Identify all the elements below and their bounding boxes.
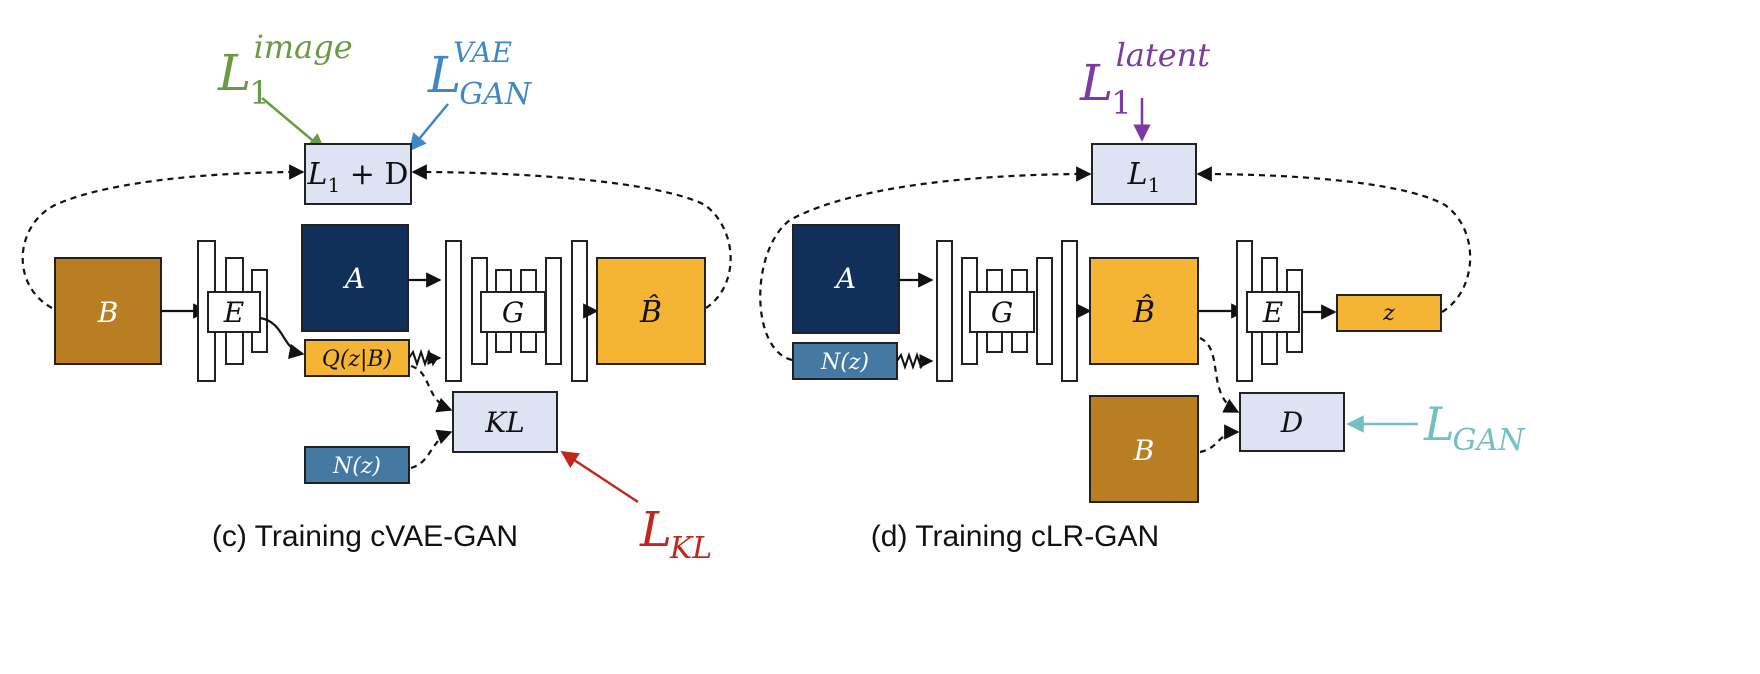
bhat-label-left: B̂	[639, 295, 662, 330]
l1-plus-d-box	[304, 143, 412, 205]
bhat-box-right	[1089, 257, 1199, 365]
nz-box-right	[792, 342, 898, 380]
kl-label: KL	[484, 406, 525, 439]
loss-kl: LKL	[639, 502, 712, 566]
dashed-b-to-d	[1199, 424, 1240, 454]
panel-cvae-gan: L1image LGANVAE L1 + D B E A	[21, 28, 732, 566]
dashed-nz-to-kl	[410, 429, 453, 470]
arrow-kl-loss	[560, 450, 639, 504]
loss-l1-image: L1image	[217, 28, 353, 112]
l1-box-right	[1091, 143, 1197, 205]
caption-left: (c) Training cVAE-GAN	[212, 520, 518, 553]
a-label-left: A	[342, 262, 365, 295]
bhat-label-right: B̂	[1132, 295, 1155, 330]
l1-plus-d-label: L1 + D	[307, 157, 409, 197]
loss-gan-vae: LGANVAE	[427, 36, 533, 112]
b-box-right	[1089, 395, 1199, 503]
arrow-encoder-to-q	[259, 316, 305, 359]
q-box	[304, 339, 410, 377]
dashed-b-to-l1d	[21, 164, 305, 309]
squiggle-q-to-generator	[408, 348, 442, 368]
dashed-bhat-to-l1d	[411, 164, 732, 309]
encoder-label-right: E	[1262, 296, 1283, 329]
l1-label-right: L1	[1127, 157, 1161, 197]
d-box	[1239, 392, 1345, 452]
bhat-box-left	[596, 257, 706, 365]
b-box-left	[54, 257, 162, 365]
dashed-q-to-kl	[410, 364, 453, 413]
squiggle-nz-to-generator	[896, 351, 934, 371]
b-label-right: B	[1133, 434, 1155, 467]
nz-box-left	[304, 446, 410, 484]
nz-label-right: N(z)	[820, 350, 869, 375]
panel-clr-gan: L1latent L1 A N(z) G	[759, 36, 1526, 553]
generator-left: G	[445, 240, 588, 382]
loss-gan: LGAN	[1423, 397, 1526, 458]
d-label: D	[1280, 406, 1303, 439]
q-label: Q(z|B)	[322, 347, 392, 372]
b-label-left: B	[97, 296, 119, 329]
loss-l1-latent: L1latent	[1079, 36, 1210, 122]
encoder-label-left: E	[223, 296, 244, 329]
a-box-right	[792, 224, 900, 334]
nz-label-left: N(z)	[332, 454, 381, 479]
a-label-right: A	[833, 262, 856, 295]
dashed-bhat-to-d	[1199, 337, 1240, 413]
z-label: z	[1382, 301, 1395, 326]
a-box-left	[301, 224, 409, 332]
generator-label-left: G	[502, 296, 524, 329]
caption-right: (d) Training cLR-GAN	[871, 520, 1159, 553]
generator-right: G	[936, 240, 1078, 382]
kl-box	[452, 391, 558, 453]
generator-label-right: G	[991, 296, 1013, 329]
encoder-left: E	[197, 240, 268, 382]
arrow-gan-vae	[408, 103, 449, 152]
arrow-l1-image	[261, 97, 326, 152]
dashed-z-to-l1	[1196, 166, 1472, 313]
z-box	[1336, 294, 1442, 332]
encoder-right: E	[1236, 240, 1303, 382]
